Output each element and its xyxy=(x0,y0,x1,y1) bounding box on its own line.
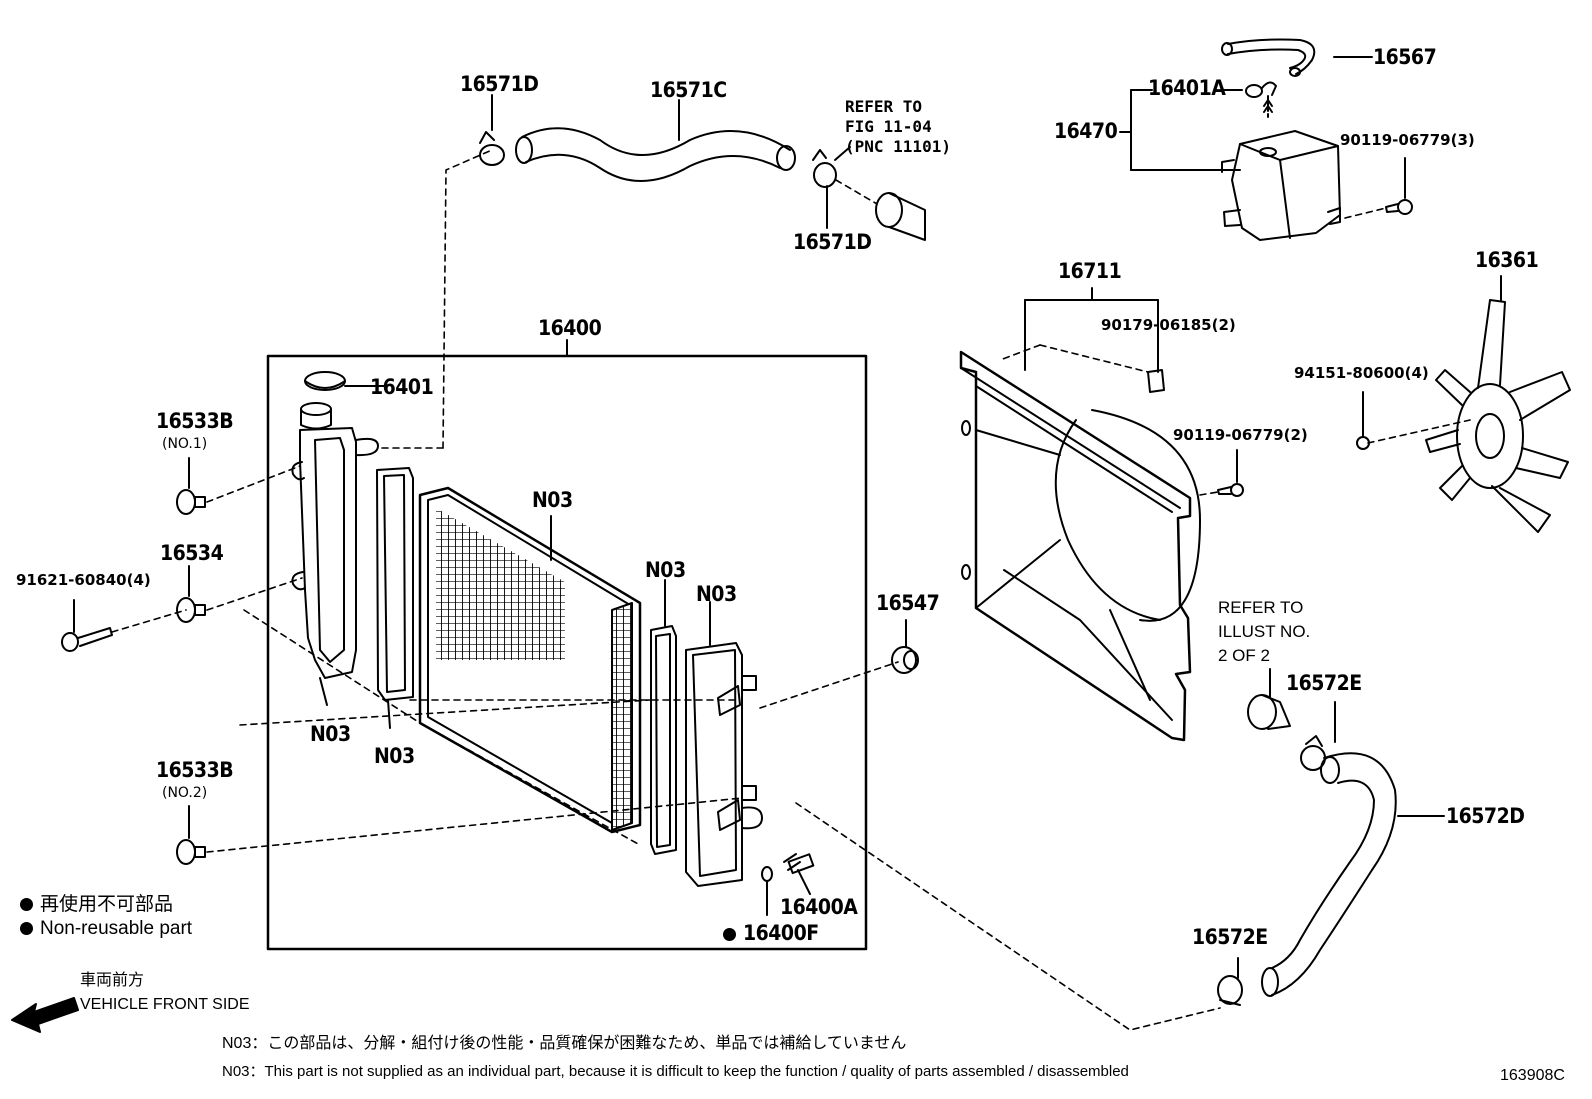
part-label-n03-right-seal: N03 xyxy=(645,558,686,582)
reservoir-hose-16567 xyxy=(1221,38,1373,77)
part-sub-16533b-no1: (NO.1) xyxy=(162,436,208,452)
part-label-94151: 94151-80600(4) xyxy=(1294,364,1429,382)
grommet-16547 xyxy=(891,619,919,674)
part-label-16571d-top: 16571D xyxy=(460,72,539,96)
part-label-16567: 16567 xyxy=(1373,45,1437,69)
drain-cock xyxy=(761,853,815,916)
part-label-90119-2: 90119-06779(2) xyxy=(1173,426,1308,444)
part-label-16470: 16470 xyxy=(1054,119,1118,143)
legend-dot-icon xyxy=(20,898,33,911)
legend-dot-icon xyxy=(20,922,33,935)
part-label-16400a: 16400A xyxy=(780,895,858,919)
reservoir-bracket-lines xyxy=(1119,89,1243,171)
part-label-16400: 16400 xyxy=(538,316,602,340)
footnote-ja: N03：この部品は、分解・組付け後の性能・品質確保が困難なため、単品では補給して… xyxy=(222,1035,907,1052)
legend-ja-text: 再使用不可部品 xyxy=(40,894,174,915)
part-label-16400f-text: 16400F xyxy=(743,921,819,945)
part-label-n03-left-seal: N03 xyxy=(374,744,415,768)
legend-non-reusable-en: Non-reusable part xyxy=(20,917,192,941)
part-label-91621: 91621-60840(4) xyxy=(16,571,151,589)
part-label-n03-left-tank: N03 xyxy=(310,722,351,746)
part-label-16533b-no1: 16533B xyxy=(156,409,234,433)
part-label-16572d: 16572D xyxy=(1446,804,1525,828)
bolt-16533b-1 xyxy=(176,457,206,515)
fan-shroud xyxy=(959,287,1201,742)
engine-outlet-pipe xyxy=(875,192,926,241)
part-label-n03-right-tank: N03 xyxy=(696,582,737,606)
part-label-90119-3: 90119-06779(3) xyxy=(1340,131,1475,149)
refer-fig-note: REFER TO FIG 11-04 (PNC 11101) xyxy=(845,97,951,156)
non-reusable-dot-icon xyxy=(723,928,736,941)
vehicle-front-ja: 車両前方 xyxy=(80,972,145,989)
bolt-90119-2 xyxy=(1217,449,1244,497)
reservoir-cap xyxy=(1245,81,1277,121)
part-label-16711: 16711 xyxy=(1058,259,1122,283)
cooling-fan xyxy=(1425,275,1571,533)
upper-hose xyxy=(515,99,796,182)
part-label-90179: 90179-06185(2) xyxy=(1101,316,1236,334)
dashed-leaders xyxy=(111,149,1471,1031)
clip-90179 xyxy=(1147,369,1165,393)
part-label-16533b-no2: 16533B xyxy=(156,758,234,782)
part-label-16571c: 16571C xyxy=(650,78,727,102)
clamp-16572e-bottom xyxy=(1217,957,1243,1006)
radiator-core xyxy=(418,486,642,834)
part-label-16400f: 16400F xyxy=(723,923,819,944)
bolt-91621 xyxy=(61,599,113,652)
part-label-16534: 16534 xyxy=(160,541,224,565)
vehicle-front-arrow xyxy=(11,997,79,1033)
bolt-90119-3 xyxy=(1385,157,1413,215)
figure-id: 163908C xyxy=(1500,1067,1565,1084)
part-label-16401: 16401 xyxy=(370,375,434,399)
part-label-16572e-top: 16572E xyxy=(1286,671,1362,695)
right-seal xyxy=(650,579,677,855)
part-label-16361: 16361 xyxy=(1475,248,1539,272)
part-sub-16533b-no2: (NO.2) xyxy=(162,785,208,801)
footnote-en: N03：This part is not supplied as an indi… xyxy=(222,1063,1129,1080)
clamp-16571d-bottom xyxy=(812,146,851,229)
lower-hose xyxy=(1261,752,1445,997)
right-tank xyxy=(685,601,763,887)
part-label-16571d-bottom: 16571D xyxy=(793,230,872,254)
part-label-16401a: 16401A xyxy=(1148,76,1226,100)
legend-en-text: Non-reusable part xyxy=(40,918,193,939)
bolt-16533b-2 xyxy=(176,805,206,865)
left-seal xyxy=(376,467,414,729)
radiator-cap xyxy=(304,371,369,391)
clamp-16572e-top xyxy=(1300,701,1336,771)
left-tank xyxy=(291,402,379,706)
part-label-16572e-bottom: 16572E xyxy=(1192,925,1268,949)
refer-illust-note: REFER TO ILLUST NO. 2 OF 2 xyxy=(1218,598,1311,665)
part-label-16547: 16547 xyxy=(876,591,940,615)
part-label-n03-core: N03 xyxy=(532,488,573,512)
bolt-16534 xyxy=(176,565,206,623)
vehicle-front-en: VEHICLE FRONT SIDE xyxy=(80,996,250,1013)
clamp-16571d-top xyxy=(479,94,505,166)
legend-non-reusable-ja: 再使用不可部品 xyxy=(20,893,173,917)
outlet-pipe-lower xyxy=(1247,668,1291,730)
nut-94151 xyxy=(1356,391,1370,450)
reservoir-tank xyxy=(1221,130,1341,241)
radiator-assembly-box xyxy=(266,339,868,951)
